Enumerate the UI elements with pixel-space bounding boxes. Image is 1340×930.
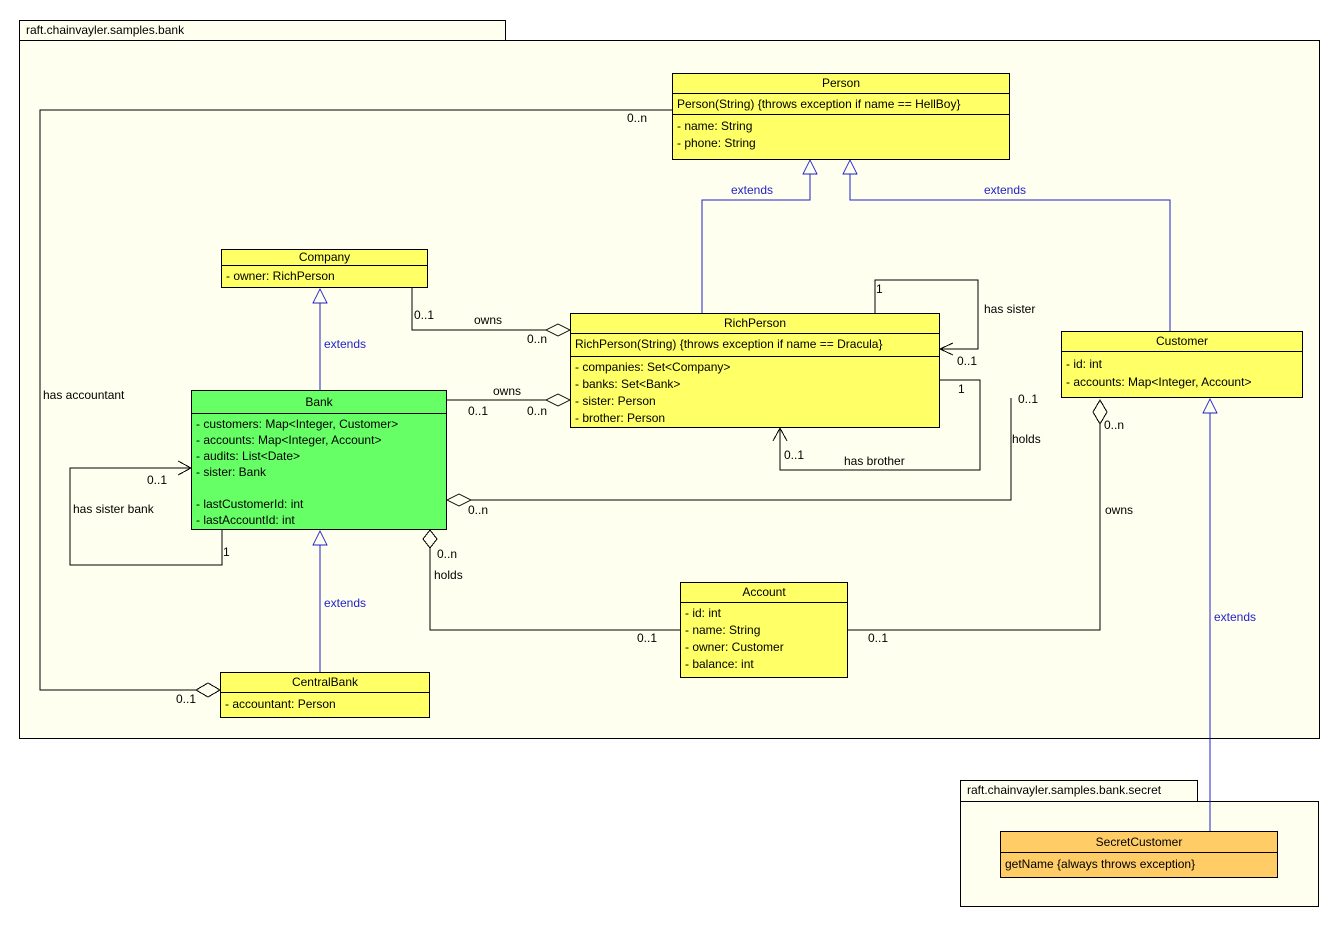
edge-bank-has-sister-bank[interactable] (69, 460, 223, 566)
label-has-accountant: has accountant (43, 388, 125, 402)
class-company[interactable]: Company - owner: RichPerson (221, 249, 428, 288)
attribute-line: - name: String (685, 623, 761, 637)
label-holds-account: holds (434, 568, 463, 582)
edge-richperson-owns-bank[interactable] (447, 393, 572, 407)
label-extends-centralbank: extends (324, 596, 367, 610)
label-has-sister: has sister (984, 302, 1036, 316)
attribute-line: - audits: List<Date> (196, 449, 301, 463)
class-account[interactable]: Account - id: int - name: String - owner… (680, 582, 848, 678)
label-has-brother: has brother (844, 454, 905, 468)
mult-owns-bank-0n: 0..n (527, 404, 548, 418)
edge-centralbank-extends-bank[interactable] (312, 529, 328, 672)
class-secretcustomer-title: SecretCustomer (1095, 835, 1183, 849)
attribute-line: - balance: int (685, 657, 754, 671)
label-has-sister-bank: has sister bank (73, 502, 154, 516)
attribute-line: - phone: String (677, 136, 756, 150)
class-richperson-constructor: RichPerson(String) {throws exception if … (571, 333, 939, 356)
class-person-constructor: Person(String) {throws exception if name… (673, 93, 1009, 114)
edge-richperson-has-sister[interactable] (874, 279, 979, 356)
attribute-line: - accounts: Map<Integer, Account> (196, 433, 382, 447)
mult-person-has-accountant-0n: 0..n (627, 111, 648, 125)
label-holds-customer: holds (1012, 432, 1041, 446)
mult-owns-account-01: 0..1 (868, 631, 889, 645)
class-company-title: Company (298, 250, 351, 264)
mult-has-sister-bank-01: 0..1 (147, 473, 168, 487)
attribute-line (196, 480, 442, 496)
mult-owns-company-0n: 0..n (527, 332, 548, 346)
attribute-line: - customers: Map<Integer, Customer> (196, 417, 399, 431)
label-extends-richperson: extends (731, 183, 774, 197)
attribute-line: - name: String (677, 119, 753, 133)
attribute-line: - accountant: Person (225, 697, 336, 711)
class-secretcustomer[interactable]: SecretCustomer getName {always throws ex… (1000, 831, 1278, 878)
attribute-line: - owner: Customer (685, 640, 784, 654)
edge-customer-owns-account[interactable] (848, 399, 1108, 631)
mult-has-accountant-01: 0..1 (176, 692, 197, 706)
class-secretcustomer-method: getName {always throws exception} (1001, 852, 1277, 879)
class-bank[interactable]: Bank - customers: Map<Integer, Customer>… (191, 390, 447, 530)
class-person-title: Person (821, 76, 861, 90)
attribute-line: - brother: Person (575, 411, 666, 425)
edge-richperson-extends-person[interactable] (701, 158, 818, 313)
class-centralbank-attributes: - accountant: Person (221, 692, 429, 719)
label-extends-secretcustomer: extends (1214, 610, 1257, 624)
label-owns-company: owns (474, 313, 503, 327)
mult-holds-account-01: 0..1 (637, 631, 658, 645)
attribute-line: - banks: Set<Bank> (575, 377, 681, 391)
class-richperson-attributes: - companies: Set<Company> - banks: Set<B… (571, 356, 939, 432)
class-bank-title: Bank (305, 395, 333, 409)
edge-bank-holds-account[interactable] (422, 529, 680, 631)
mult-holds-account-0n: 0..n (437, 547, 458, 561)
attribute-line: - sister: Bank (196, 465, 267, 479)
class-customer[interactable]: Customer - id: int - accounts: Map<Integ… (1061, 331, 1303, 398)
mult-has-sister-01: 0..1 (957, 354, 978, 368)
attribute-line: - id: int (1066, 357, 1103, 371)
class-person[interactable]: Person Person(String) {throws exception … (672, 73, 1010, 160)
class-company-attributes: - owner: RichPerson (222, 265, 427, 289)
class-account-attributes: - id: int - name: String - owner: Custom… (681, 602, 847, 680)
class-customer-attributes: - id: int - accounts: Map<Integer, Accou… (1062, 351, 1302, 400)
edge-customer-extends-person[interactable] (842, 158, 1171, 331)
mult-owns-account-0n: 0..n (1104, 418, 1125, 432)
edge-centralbank-has-accountant-person[interactable] (39, 109, 672, 698)
attribute-line: - accounts: Map<Integer, Account> (1066, 375, 1252, 389)
attribute-line: - sister: Person (575, 394, 656, 408)
label-owns-bank: owns (493, 384, 522, 398)
mult-has-brother-01: 0..1 (784, 448, 805, 462)
label-owns-account: owns (1105, 503, 1134, 517)
class-centralbank-title: CentralBank (291, 675, 359, 689)
edge-richperson-has-brother[interactable] (772, 379, 981, 471)
mult-has-brother-1: 1 (958, 382, 965, 396)
attribute-line: - owner: RichPerson (226, 269, 335, 283)
attribute-line: - id: int (685, 606, 722, 620)
attribute-line: - lastCustomerId: int (196, 497, 304, 511)
class-centralbank[interactable]: CentralBank - accountant: Person (220, 672, 430, 718)
edge-bank-holds-customer[interactable] (445, 398, 1012, 507)
mult-owns-company-01: 0..1 (414, 308, 435, 322)
attribute-line: - lastAccountId: int (196, 513, 295, 527)
mult-has-sister-1: 1 (876, 282, 883, 296)
mult-holds-customer-0n: 0..n (468, 503, 489, 517)
label-extends-customer: extends (984, 183, 1027, 197)
attribute-line: - companies: Set<Company> (575, 360, 731, 374)
class-customer-title: Customer (1155, 334, 1208, 348)
class-bank-attributes: - customers: Map<Integer, Customer> - ac… (192, 413, 446, 532)
edge-bank-extends-company[interactable] (312, 287, 328, 390)
class-richperson-title: RichPerson (723, 316, 787, 330)
edge-richperson-owns-company[interactable] (411, 288, 572, 337)
mult-holds-customer-01: 0..1 (1018, 392, 1039, 406)
class-account-title: Account (742, 585, 786, 599)
label-extends-bank: extends (324, 337, 367, 351)
class-richperson[interactable]: RichPerson RichPerson(String) {throws ex… (570, 313, 940, 428)
mult-owns-bank-01: 0..1 (468, 404, 489, 418)
mult-has-sister-bank-1: 1 (223, 545, 230, 559)
class-person-attributes: - name: String - phone: String (673, 114, 1009, 162)
edge-secretcustomer-extends-customer[interactable] (1202, 397, 1218, 831)
package-tab-secret[interactable]: raft.chainvayler.samples.bank.secret (960, 780, 1198, 802)
